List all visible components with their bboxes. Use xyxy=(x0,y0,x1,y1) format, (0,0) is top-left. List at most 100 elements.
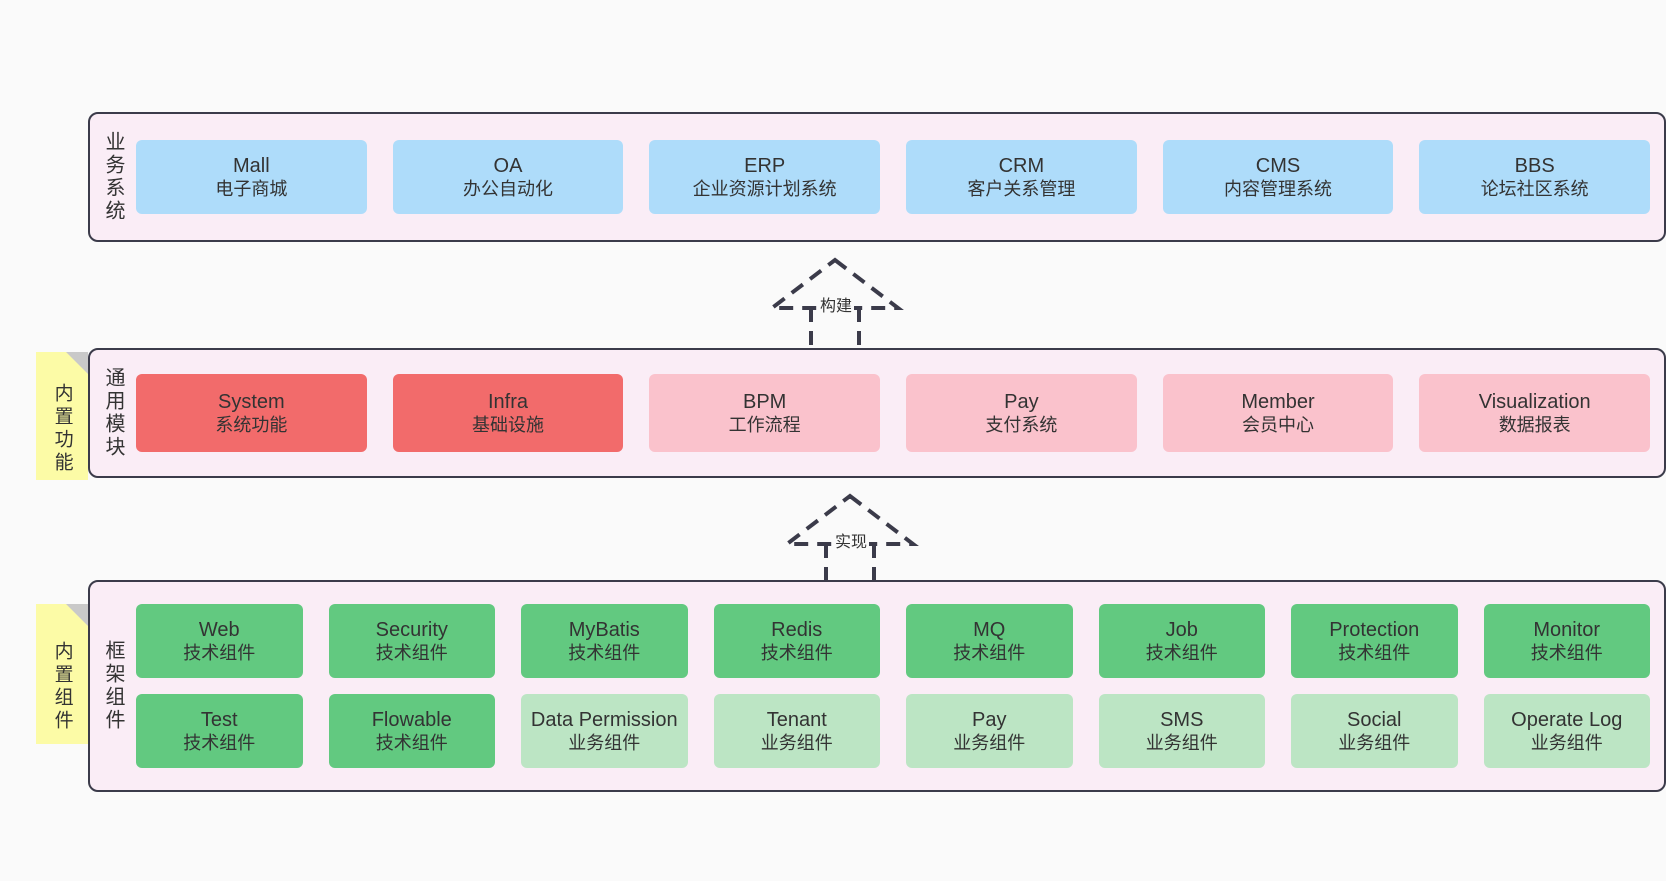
card-title: Operate Log xyxy=(1511,708,1623,731)
card-title: CRM xyxy=(998,154,1045,177)
layer-business-system: 业务系统 Mall 电子商城 OA 办公自动化 ERP 企业资源计划系统 CRM xyxy=(88,112,1666,242)
card-social[interactable]: Social 业务组件 xyxy=(1291,694,1458,768)
card-mybatis[interactable]: MyBatis 技术组件 xyxy=(521,604,688,678)
card-subtitle: 技术组件 xyxy=(375,732,448,753)
card-title: Infra xyxy=(487,390,529,413)
connector-build: 构建 xyxy=(750,252,920,352)
card-monitor[interactable]: Monitor 技术组件 xyxy=(1483,604,1650,678)
layer-common-modules: 通用模块 System 系统功能 Infra 基础设施 BPM 工作流程 Pay xyxy=(88,348,1666,478)
card-subtitle: 基础设施 xyxy=(472,414,544,435)
card-system[interactable]: System 系统功能 xyxy=(136,374,367,452)
card-subtitle: 技术组件 xyxy=(183,732,256,753)
card-title: Pay xyxy=(972,708,1007,731)
card-member[interactable]: Member 会员中心 xyxy=(1162,374,1394,452)
card-mq[interactable]: MQ 技术组件 xyxy=(906,604,1073,678)
card-visualization[interactable]: Visualization 数据报表 xyxy=(1419,374,1651,452)
card-protection[interactable]: Protection 技术组件 xyxy=(1291,604,1458,678)
card-redis[interactable]: Redis 技术组件 xyxy=(713,604,880,678)
sticky-note-text: 内置组件 xyxy=(51,641,73,733)
card-title: Tenant xyxy=(766,708,827,731)
card-title: Security xyxy=(375,618,448,641)
card-subtitle: 技术组件 xyxy=(1145,642,1218,663)
card-test[interactable]: Test 技术组件 xyxy=(136,694,303,768)
card-title: MQ xyxy=(973,618,1006,641)
card-row: Test 技术组件 Flowable 技术组件 Data Permission … xyxy=(136,694,1650,768)
layer-title-framework-components: 框架组件 xyxy=(90,582,136,790)
card-bpm[interactable]: BPM 工作流程 xyxy=(649,374,881,452)
sticky-fold-corner-icon xyxy=(66,604,88,626)
connector-build-label: 构建 xyxy=(818,292,855,316)
card-job[interactable]: Job 技术组件 xyxy=(1098,604,1265,678)
card-title: Job xyxy=(1165,618,1198,641)
card-subtitle: 业务组件 xyxy=(1338,732,1411,753)
card-title: BBS xyxy=(1514,154,1555,177)
card-mall[interactable]: Mall 电子商城 xyxy=(136,140,367,214)
card-pay[interactable]: Pay 支付系统 xyxy=(906,374,1137,452)
card-crm[interactable]: CRM 客户关系管理 xyxy=(906,140,1137,214)
card-subtitle: 电子商城 xyxy=(215,178,288,199)
card-row: Web 技术组件 Security 技术组件 MyBatis 技术组件 Redi… xyxy=(136,604,1650,678)
card-title: Monitor xyxy=(1533,618,1601,641)
card-tenant[interactable]: Tenant 业务组件 xyxy=(713,694,880,768)
card-subtitle: 业务组件 xyxy=(568,732,641,753)
card-subtitle: 技术组件 xyxy=(953,642,1026,663)
card-subtitle: 业务组件 xyxy=(1145,732,1218,753)
card-title: Flowable xyxy=(371,708,452,731)
card-operate-log[interactable]: Operate Log 业务组件 xyxy=(1483,694,1650,768)
card-oa[interactable]: OA 办公自动化 xyxy=(392,140,624,214)
card-cms[interactable]: CMS 内容管理系统 xyxy=(1162,140,1394,214)
card-erp[interactable]: ERP 企业资源计划系统 xyxy=(649,140,881,214)
card-security[interactable]: Security 技术组件 xyxy=(328,604,495,678)
card-data-permission[interactable]: Data Permission 业务组件 xyxy=(521,694,688,768)
layer-title-common-modules: 通用模块 xyxy=(90,350,136,476)
sticky-note-text: 内置功能 xyxy=(51,383,73,475)
card-subtitle: 业务组件 xyxy=(760,732,833,753)
card-subtitle: 企业资源计划系统 xyxy=(692,178,837,199)
card-title: ERP xyxy=(744,154,786,177)
card-subtitle: 会员中心 xyxy=(1242,414,1315,435)
sticky-fold-corner-icon xyxy=(66,352,88,374)
card-row: System 系统功能 Infra 基础设施 BPM 工作流程 Pay 支付系统… xyxy=(136,374,1651,452)
card-sms[interactable]: SMS 业务组件 xyxy=(1098,694,1265,768)
card-title: Mall xyxy=(233,154,270,177)
card-flowable[interactable]: Flowable 技术组件 xyxy=(328,694,495,768)
card-subtitle: 技术组件 xyxy=(568,642,641,663)
layer-title-text: 业务系统 xyxy=(102,131,124,223)
card-infra[interactable]: Infra 基础设施 xyxy=(392,374,624,452)
layer-title-business-system: 业务系统 xyxy=(90,114,136,240)
card-subtitle: 业务组件 xyxy=(1530,732,1603,753)
card-title: BPM xyxy=(743,390,787,413)
card-subtitle: 论坛社区系统 xyxy=(1480,178,1589,199)
card-subtitle: 支付系统 xyxy=(985,414,1058,435)
sticky-note-builtin-function: 内置功能 xyxy=(36,352,88,480)
sticky-note-builtin-component: 内置组件 xyxy=(36,604,88,744)
card-subtitle: 技术组件 xyxy=(183,642,256,663)
card-subtitle: 技术组件 xyxy=(760,642,833,663)
layer-body-framework-components: Web 技术组件 Security 技术组件 MyBatis 技术组件 Redi… xyxy=(136,582,1664,790)
card-subtitle: 系统功能 xyxy=(215,414,288,435)
card-title: Web xyxy=(198,618,240,641)
card-title: Member xyxy=(1241,390,1315,413)
card-title: System xyxy=(217,390,285,413)
card-title: Test xyxy=(200,708,238,731)
layer-title-text: 通用模块 xyxy=(102,367,124,459)
card-web[interactable]: Web 技术组件 xyxy=(136,604,303,678)
card-subtitle: 技术组件 xyxy=(1530,642,1603,663)
card-subtitle: 客户关系管理 xyxy=(967,178,1076,199)
connector-implement-label: 实现 xyxy=(833,528,870,552)
card-bbs[interactable]: BBS 论坛社区系统 xyxy=(1419,140,1651,214)
card-subtitle: 技术组件 xyxy=(375,642,448,663)
card-subtitle: 数据报表 xyxy=(1498,414,1571,435)
card-title: Visualization xyxy=(1478,390,1591,413)
card-title: Data Permission xyxy=(530,708,678,731)
card-pay-business[interactable]: Pay 业务组件 xyxy=(906,694,1073,768)
card-subtitle: 内容管理系统 xyxy=(1224,178,1333,199)
card-title: MyBatis xyxy=(568,618,640,641)
card-subtitle: 技术组件 xyxy=(1338,642,1411,663)
card-title: SMS xyxy=(1160,708,1204,731)
connector-implement: 实现 xyxy=(765,488,935,588)
layer-title-text: 框架组件 xyxy=(102,640,124,732)
card-title: Redis xyxy=(771,618,823,641)
layer-body-common-modules: System 系统功能 Infra 基础设施 BPM 工作流程 Pay 支付系统… xyxy=(136,350,1664,476)
